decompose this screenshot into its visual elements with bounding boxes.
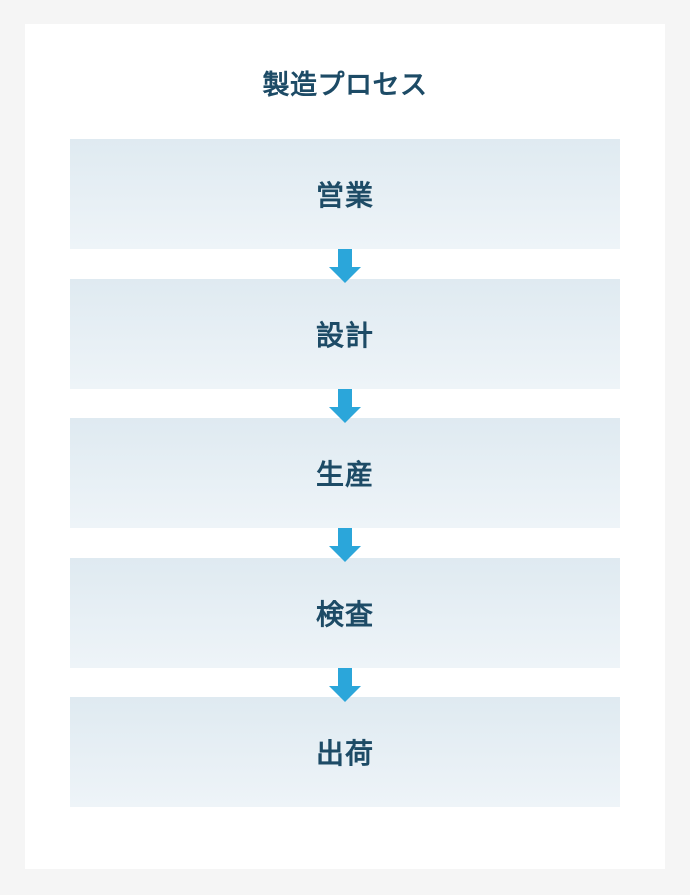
diagram-title: 製造プロセス [262, 70, 428, 101]
connector-arrow [70, 668, 620, 702]
step-design: 設計 [70, 279, 620, 389]
down-arrow-icon [329, 389, 361, 423]
process-card: 製造プロセス 営業 設計 生産 [25, 24, 665, 869]
down-arrow-icon [329, 249, 361, 283]
step-label: 出荷 [315, 737, 374, 770]
step-sales: 営業 [70, 139, 620, 249]
connector-arrow [70, 528, 620, 562]
step-shipping: 出荷 [70, 697, 620, 807]
step-label: 検査 [315, 598, 374, 631]
step-label: 営業 [315, 179, 374, 212]
process-steps: 営業 設計 生産 検査 [70, 139, 620, 807]
connector-arrow [70, 249, 620, 283]
step-label: 設計 [315, 319, 374, 352]
step-inspection: 検査 [70, 558, 620, 668]
down-arrow-icon [329, 528, 361, 562]
connector-arrow [70, 389, 620, 423]
down-arrow-icon [329, 668, 361, 702]
step-label: 生産 [315, 458, 374, 491]
step-production: 生産 [70, 418, 620, 528]
